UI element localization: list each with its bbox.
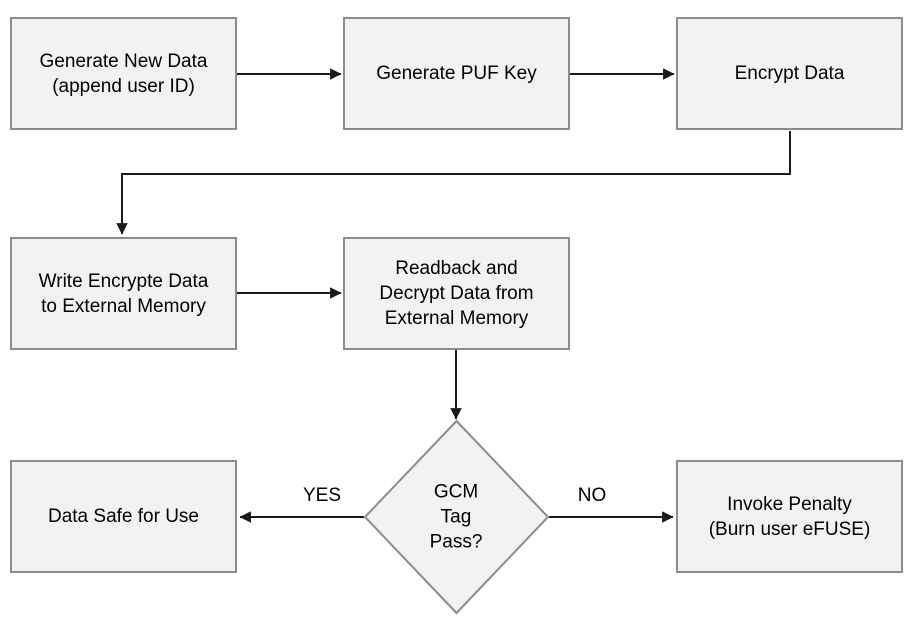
node-label-line: Generate New Data	[39, 50, 208, 72]
node-readback-decrypt: Readback and Decrypt Data from External …	[343, 237, 570, 350]
node-label-line: External Memory	[384, 308, 529, 329]
node-generate-puf-key: Generate PUF Key	[343, 17, 570, 130]
node-label-line: Encrypt Data	[734, 63, 845, 84]
node-label-line: Tag	[440, 506, 472, 528]
node-invoke-penalty: Invoke Penalty (Burn user eFUSE)	[676, 460, 903, 573]
node-label-line: to External Memory	[41, 295, 206, 317]
node-label-line: (append user ID)	[52, 75, 195, 97]
node-label-line: Write Encrypte Data	[38, 270, 209, 292]
edge-label-yes: YES	[300, 485, 344, 506]
node-write-encrypted-data: Write Encrypte Data to External Memory	[10, 237, 237, 350]
node-label-line: Generate PUF Key	[376, 63, 537, 84]
arrow-encrypt-to-write-memory	[116, 131, 791, 235]
node-label-line: Data Safe for Use	[47, 506, 200, 527]
node-label-line: Readback and	[395, 258, 518, 279]
node-encrypt-data: Encrypt Data	[676, 17, 903, 130]
node-generate-new-data: Generate New Data (append user ID)	[10, 17, 237, 130]
decision-diamond-label: GCM Tag Pass?	[430, 480, 483, 555]
node-label-line: (Burn user eFUSE)	[708, 518, 871, 540]
node-label-line: GCM	[433, 481, 479, 503]
edge-label-no: NO	[575, 485, 609, 506]
decision-diamond-shape	[363, 419, 550, 615]
node-label-line: Pass?	[429, 531, 483, 553]
node-label-line: Decrypt Data from	[379, 283, 534, 304]
node-label-line: Invoke Penalty	[727, 493, 852, 515]
node-data-safe: Data Safe for Use	[10, 460, 237, 573]
